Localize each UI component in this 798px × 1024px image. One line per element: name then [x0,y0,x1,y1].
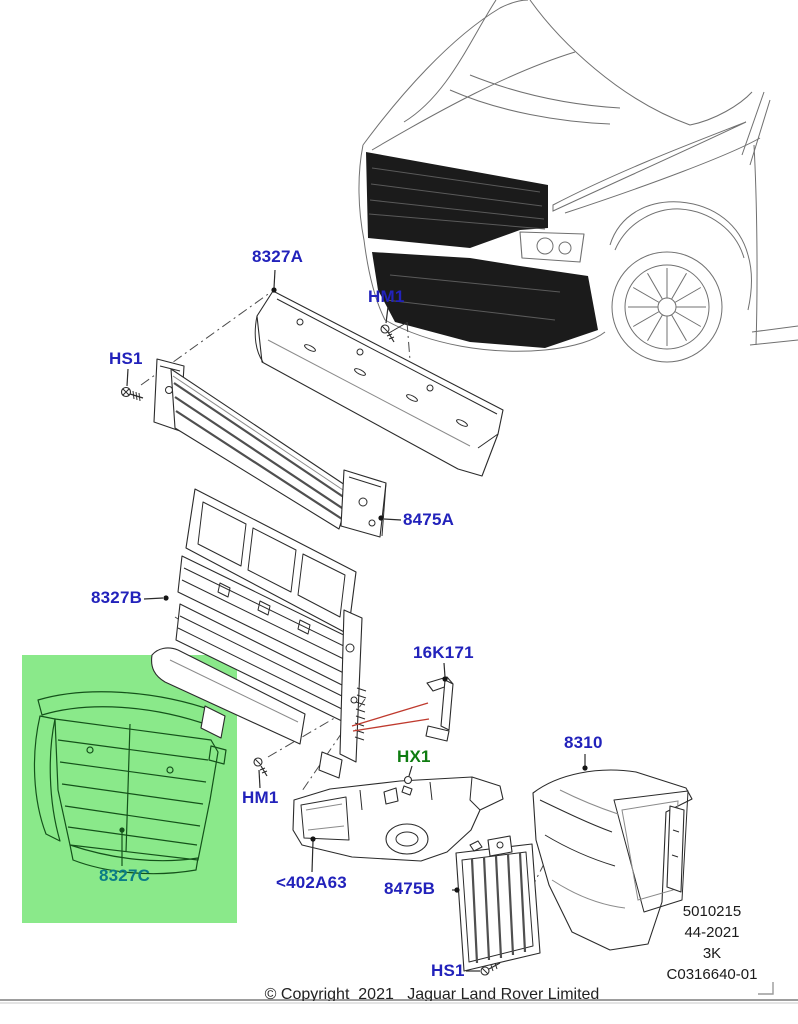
callout-8475b: 8475B [384,879,436,898]
screw-hs1-upper [120,386,144,402]
callout-16k171: 16K171 [413,643,474,662]
callout-8475a: 8475A [403,510,455,529]
screw-hs1-lower [480,962,501,976]
callout-8327c: 8327C [99,866,151,885]
wheel-spokes [628,268,706,346]
screw-hm1-lower [253,757,268,777]
part-8327a-drawing [254,290,504,477]
callout-8310: 8310 [564,733,603,752]
part-8327c-drawing [33,691,227,875]
footer-rule [0,982,798,1004]
reference-block: 5010215 44-2021 3K C0316640-01 [650,901,774,985]
reference-date-code: 44-2021 [684,924,740,941]
reference-catalog-number: 5010215 [682,903,742,920]
callout-hs1-lower: HS1 [431,961,465,980]
leader-lines [126,269,588,972]
callout-8327b: 8327B [91,588,143,607]
part-8475b-drawing [455,835,541,972]
attention-lines [351,702,430,732]
callout-8327a: 8327A [252,247,304,266]
callout-hm1-lower: HM1 [242,788,279,807]
copyright-text: © Copyright 2021 Jaguar Land Rover Limit… [264,986,600,1001]
vehicle-illustration [358,0,798,363]
callout-402a63: <402A63 [276,873,347,892]
corner-mark [758,982,774,995]
reference-market-code: 3K [702,945,722,962]
screw-hm1-upper [380,324,395,343]
callout-hm1-upper: HM1 [368,287,405,306]
callout-hx1: HX1 [397,747,431,766]
reference-drawing-code: C0316640-01 [666,966,758,983]
clip-hx1 [401,775,413,796]
callout-hs1-upper: HS1 [109,349,143,368]
part-16k171-drawing [425,676,454,742]
part-8475a-drawing [153,358,387,538]
part-402a63-drawing [292,776,504,862]
part-8310-drawing [532,769,693,951]
